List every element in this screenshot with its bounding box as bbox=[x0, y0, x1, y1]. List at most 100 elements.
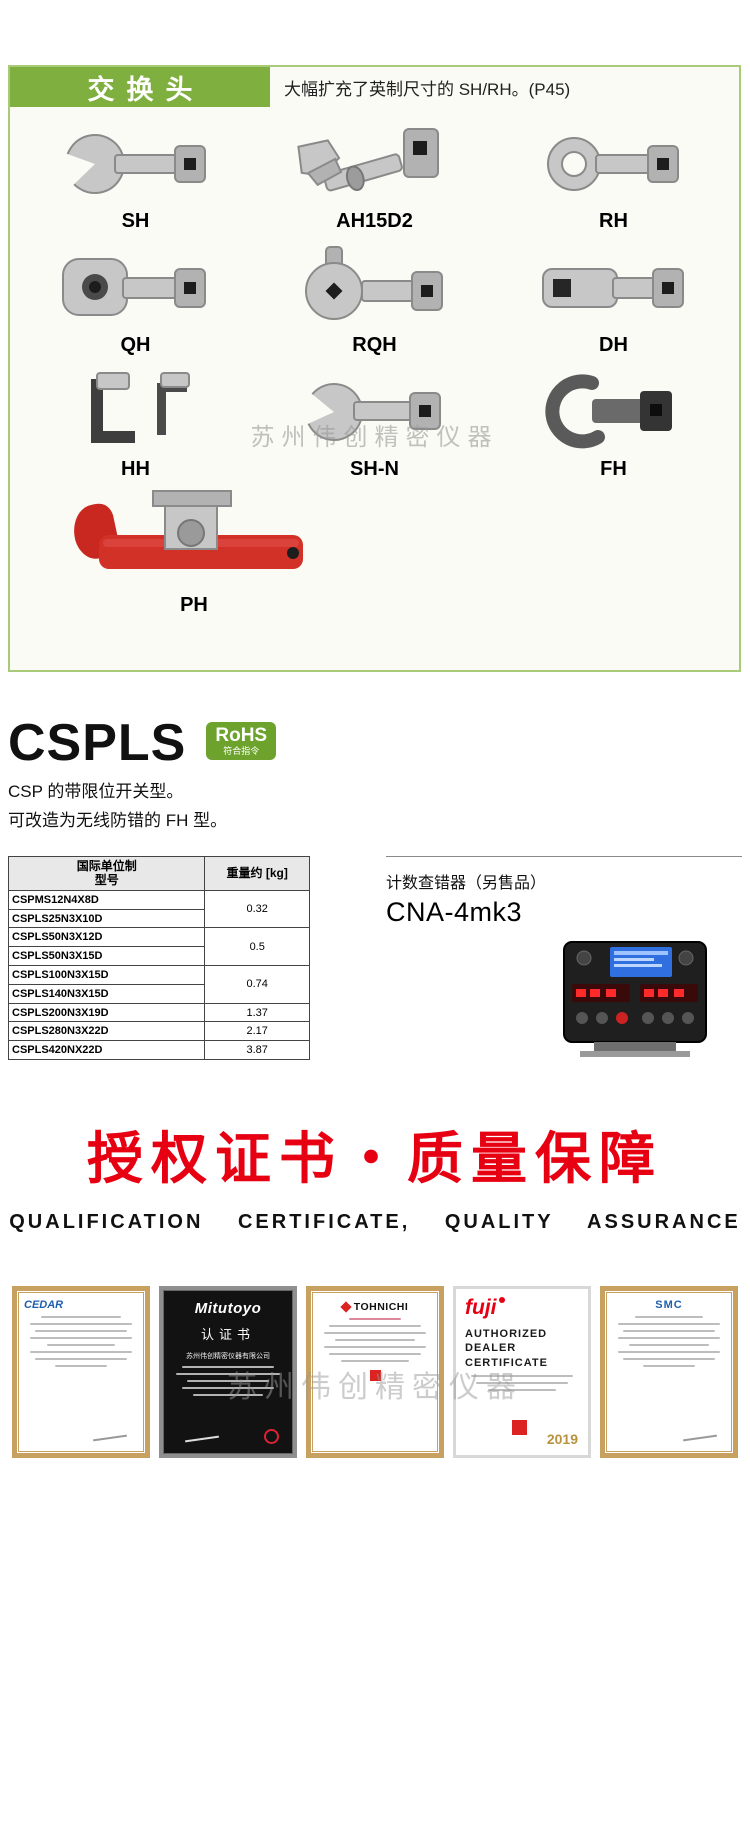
hh-hex-key-image bbox=[61, 367, 211, 457]
product-label: DH bbox=[599, 334, 628, 356]
cert-text-line bbox=[181, 1366, 275, 1368]
cert-text-line bbox=[29, 1337, 133, 1339]
sh-n-open-end-head-image bbox=[292, 367, 457, 457]
ah15d2-adjustable-head-image bbox=[292, 119, 457, 209]
section-title-bar: 交换头 bbox=[10, 67, 270, 107]
cert-text-line bbox=[187, 1380, 269, 1382]
rohs-label: RoHS bbox=[215, 725, 268, 746]
cert-text-line bbox=[617, 1323, 721, 1325]
cna-4mk3-device-image bbox=[386, 940, 742, 1060]
tohnichi-logo: TOHNICHI bbox=[353, 1301, 409, 1313]
fuji-logo-row: fuji bbox=[465, 1297, 579, 1319]
product-label: QH bbox=[120, 334, 151, 356]
product-label: SH-N bbox=[350, 458, 399, 480]
cert-text-line bbox=[623, 1358, 715, 1360]
table-row: CSPLS50N3X15D bbox=[7, 946, 310, 967]
certificate-fuji: fuji AUTHORIZED DEALER CERTIFICATE 2019 bbox=[453, 1286, 591, 1458]
cert-text-line bbox=[35, 1330, 127, 1332]
fuji-year: 2019 bbox=[546, 1431, 578, 1447]
weight-cell: 3.87 bbox=[204, 1040, 310, 1061]
fh-hook-spanner-image bbox=[534, 367, 694, 457]
counter-model-name: CNA-4mk3 bbox=[386, 897, 523, 928]
cert-text-line bbox=[476, 1381, 568, 1384]
qh-ratchet-head-image bbox=[53, 243, 218, 333]
fuji-cert-line3: CERTIFICATE bbox=[465, 1356, 548, 1369]
table-row: CSPLS420NX22D 3.87 bbox=[7, 1040, 310, 1061]
certificates-title-cn: 授权证书・质量保障 bbox=[87, 1127, 663, 1190]
model-cell: CSPLS100N3X15D bbox=[7, 965, 206, 985]
product-label: RH bbox=[599, 210, 628, 232]
product-label: FH bbox=[600, 458, 627, 480]
product-rh: RH bbox=[494, 119, 733, 235]
table-row: CSPLS200N3X19D 1.37 bbox=[7, 1002, 310, 1023]
counter-label: 计数查错器（另售品） bbox=[386, 875, 547, 893]
product-sh-n: SH-N bbox=[255, 367, 494, 483]
red-stamp-icon bbox=[369, 1370, 381, 1381]
cspls-desc-line1: CSP 的带限位开关型。 bbox=[8, 781, 184, 801]
signature-mark bbox=[93, 1434, 127, 1442]
rohs-badge: RoHS 符合指令 bbox=[206, 722, 277, 760]
cert-text-line bbox=[634, 1316, 704, 1318]
rh-ring-head-image bbox=[534, 119, 694, 209]
product-label: HH bbox=[121, 458, 150, 480]
cspls-title-row: CSPLS RoHS 符合指令 bbox=[8, 716, 742, 771]
product-dh: DH bbox=[494, 243, 733, 359]
table-row: CSPLS25N3X10D bbox=[7, 908, 310, 929]
mitutoyo-cert-title: 认证书 bbox=[200, 1327, 255, 1342]
counter-column: 计数查错器（另售品） CNA-4mk3 bbox=[386, 856, 742, 1060]
certificates-section: 授权证书・质量保障 QUALIFICATION CERTIFICATE, QUA… bbox=[0, 1100, 750, 1820]
fuji-dot-icon bbox=[498, 1297, 505, 1303]
cert-text-line bbox=[643, 1365, 695, 1367]
model-cell: CSPLS25N3X10D bbox=[7, 908, 206, 929]
table-row: CSPLS100N3X15D 0.74 bbox=[7, 965, 310, 1004]
cert-text-line bbox=[181, 1387, 275, 1389]
weight-cell: 0.74 bbox=[204, 965, 310, 1004]
product-qh: QH bbox=[16, 243, 255, 359]
signature-mark bbox=[185, 1435, 219, 1443]
model-cell: CSPLS280N3X22D bbox=[7, 1021, 206, 1042]
cert-text-line bbox=[329, 1325, 421, 1327]
model-cell: CSPLS50N3X12D bbox=[7, 927, 206, 948]
ph-pipe-wrench-image bbox=[69, 489, 319, 593]
red-seal-icon bbox=[264, 1429, 279, 1444]
cert-text-line bbox=[323, 1332, 427, 1334]
table-header-row: 国际单位制 型号 重量约 [kg] bbox=[7, 856, 310, 891]
weight-cell: 2.17 bbox=[204, 1021, 310, 1042]
cert-text-line bbox=[193, 1394, 263, 1396]
section-header: 交换头 大幅扩充了英制尺寸的 SH/RH。(P45) bbox=[10, 67, 739, 107]
cert-text-line bbox=[617, 1337, 721, 1339]
cert-text-line bbox=[175, 1373, 281, 1375]
product-label: PH bbox=[180, 594, 208, 616]
fuji-cert-line2: DEALER bbox=[465, 1342, 517, 1355]
cert-text-line bbox=[487, 1388, 557, 1391]
cert-text-line bbox=[35, 1358, 127, 1360]
sh-open-end-head-image bbox=[53, 119, 218, 209]
dh-socket-head-image bbox=[531, 243, 696, 333]
cert-text-line bbox=[29, 1351, 133, 1353]
tohnichi-diamond-icon bbox=[340, 1301, 352, 1313]
cspls-model-table: 国际单位制 型号 重量约 [kg] CSPMS12N4X8D 0.32 CSPL… bbox=[7, 856, 310, 1061]
certificate-tohnichi: TOHNICHI bbox=[306, 1286, 444, 1458]
certificate-smc: SMC bbox=[600, 1286, 738, 1458]
fuji-logo: fuji bbox=[465, 1296, 497, 1319]
cert-text-line bbox=[41, 1316, 121, 1318]
model-cell: CSPLS200N3X19D bbox=[7, 1002, 206, 1023]
cspls-body: 国际单位制 型号 重量约 [kg] CSPMS12N4X8D 0.32 CSPL… bbox=[7, 856, 742, 1061]
cert-text-line bbox=[335, 1339, 415, 1341]
interchangeable-heads-section: 交换头 大幅扩充了英制尺寸的 SH/RH。(P45) bbox=[8, 65, 741, 672]
rqh-ratchet-head-image bbox=[292, 243, 457, 333]
cspls-title: CSPLS bbox=[8, 714, 187, 772]
weight-cell: 1.37 bbox=[204, 1002, 310, 1023]
smc-logo: SMC bbox=[655, 1299, 683, 1311]
rohs-sublabel: 符合指令 bbox=[223, 745, 260, 756]
section-title: 交换头 bbox=[87, 74, 205, 105]
cert-text-line bbox=[29, 1323, 133, 1325]
product-grid: SH AH15D2 bbox=[10, 107, 739, 483]
table-row: CSPMS12N4X8D 0.32 bbox=[7, 889, 310, 929]
tohnichi-logo-row: TOHNICHI bbox=[318, 1301, 432, 1313]
product-sh: SH bbox=[16, 119, 255, 235]
cert-text-line bbox=[349, 1318, 401, 1320]
model-cell: CSPLS50N3X15D bbox=[7, 946, 206, 967]
cert-text-line bbox=[617, 1351, 721, 1353]
